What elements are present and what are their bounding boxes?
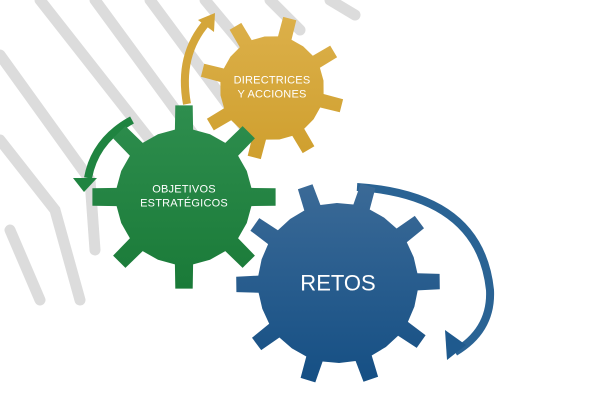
blue-rotation-arrow — [356, 183, 495, 356]
label-retos: RETOS — [300, 269, 375, 297]
green-rotation-arrow — [84, 116, 134, 179]
label-directrices: DIRECTRICES Y ACCIONES — [234, 74, 311, 102]
gear-objetivos — [92, 105, 276, 289]
gear-retos — [236, 183, 440, 383]
gold-arrowhead — [198, 13, 215, 32]
blue-arrowhead — [445, 330, 466, 360]
label-line: OBJETIVOS — [152, 183, 216, 196]
label-line: RETOS — [300, 270, 376, 296]
label-objetivos: OBJETIVOS ESTRATÉGICOS — [140, 183, 228, 211]
gear-directrices — [200, 16, 344, 160]
label-line: DIRECTRICES — [233, 74, 311, 87]
label-line: ESTRATÉGICOS — [140, 197, 228, 209]
label-line: Y ACCIONES — [237, 88, 307, 100]
green-arrowhead — [73, 178, 97, 192]
gold-rotation-arrow — [180, 19, 211, 105]
